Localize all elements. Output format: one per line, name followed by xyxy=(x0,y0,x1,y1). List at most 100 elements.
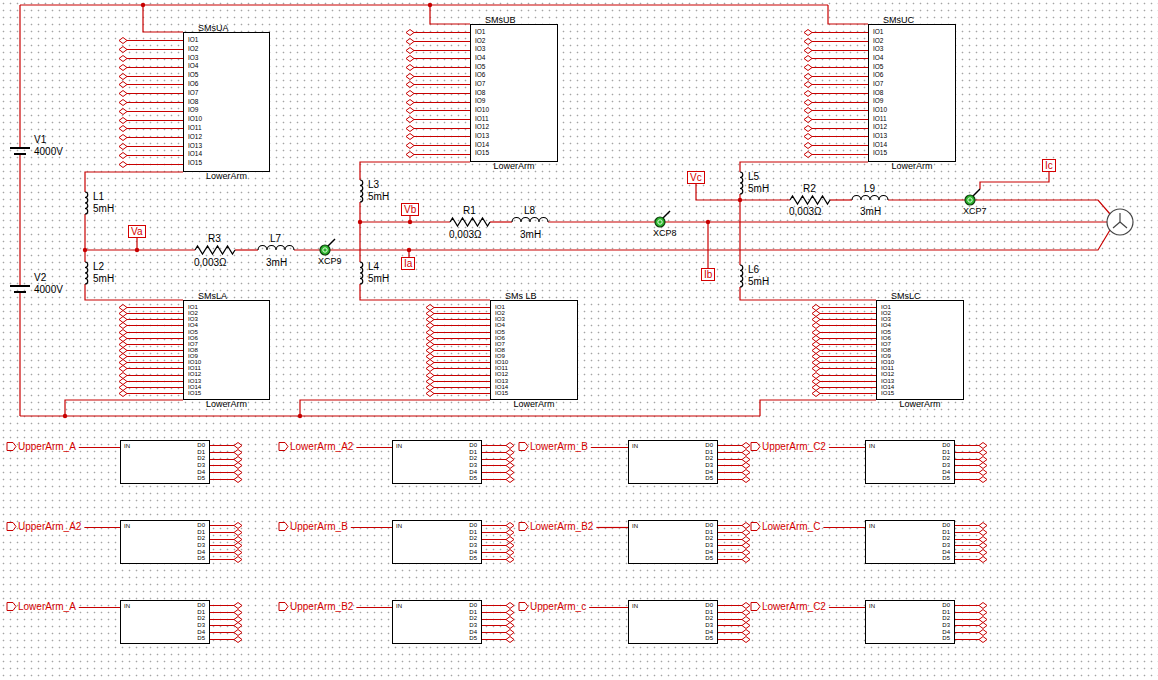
pin-wire xyxy=(414,110,470,111)
pin-wire xyxy=(482,625,506,626)
pin-connector xyxy=(119,65,127,71)
pin-connector xyxy=(234,550,242,556)
output-pin-label: D5 xyxy=(705,635,713,642)
pin-wire xyxy=(820,393,876,394)
pin-label: IO12 xyxy=(475,123,489,132)
pin-connector xyxy=(804,39,812,45)
pin-wire xyxy=(127,84,183,85)
wire xyxy=(143,5,183,32)
output-pin-label: D1 xyxy=(942,449,950,456)
pin-connector xyxy=(119,91,127,97)
pin-wire xyxy=(820,319,876,320)
pin-connector xyxy=(234,457,242,463)
pin-connector xyxy=(119,348,127,354)
pin-connector xyxy=(979,557,987,563)
pin-wire xyxy=(812,50,868,51)
pin-wire xyxy=(718,639,742,640)
wire xyxy=(19,5,20,148)
output-pin-label: D4 xyxy=(469,629,477,636)
pin-connector xyxy=(742,477,750,483)
pin-wire xyxy=(127,67,183,68)
pin-wire xyxy=(820,338,876,339)
output-pin-label: D3 xyxy=(705,542,713,549)
pin-connector xyxy=(119,100,127,106)
pin-connector xyxy=(506,550,514,556)
output-pin-label: D4 xyxy=(705,549,713,556)
pin-wire xyxy=(210,639,234,640)
pin-wire xyxy=(955,452,979,453)
digital-block: IND0D1D2D3D4D5 xyxy=(865,520,955,564)
signal-label: Ib xyxy=(701,268,715,281)
digital-block: IND0D1D2D3D4D5 xyxy=(865,440,955,484)
output-pin-label: D0 xyxy=(942,442,950,449)
output-pin-label: D4 xyxy=(942,629,950,636)
pin-wire xyxy=(820,375,876,376)
pin-connector xyxy=(406,74,414,80)
pin-wire xyxy=(434,368,490,369)
pin-wire xyxy=(955,612,979,613)
pin-wire xyxy=(210,632,234,633)
pin-wire xyxy=(127,387,183,388)
output-pin-label: D5 xyxy=(705,555,713,562)
pin-connector xyxy=(979,443,987,449)
output-pin-label: D3 xyxy=(705,622,713,629)
digital-block: IND0D1D2D3D4D5 xyxy=(392,440,482,484)
current-probe xyxy=(320,245,330,255)
pin-connector xyxy=(804,100,812,106)
pin-wire xyxy=(127,40,183,41)
pin-wire xyxy=(434,307,490,308)
component-label: 5mH xyxy=(93,203,114,214)
pin-wire xyxy=(482,612,506,613)
pin-wire xyxy=(812,136,868,137)
subcircuit-name: SMsUB xyxy=(485,15,516,25)
pin-wire xyxy=(718,459,742,460)
subcircuit-box: SMsLAIO1IO2IO3IO4IO5IO6IO7IO8IO9IO10IO11… xyxy=(183,300,270,400)
pin-connector xyxy=(234,443,242,449)
component-label: 0,003Ω xyxy=(194,257,227,268)
pin-connector xyxy=(804,65,812,71)
output-pin-label: D1 xyxy=(469,609,477,616)
pin-wire xyxy=(210,459,234,460)
pin-connector xyxy=(812,330,820,336)
wire xyxy=(19,292,20,416)
subcircuit-box: SMs LBIO1IO2IO3IO4IO5IO6IO7IO8IO9IO10IO1… xyxy=(490,300,578,400)
pin-label: IO2 xyxy=(188,45,198,54)
input-pin-label: IN xyxy=(632,443,638,450)
subcircuit-box: SMsUAIO1IO2IO3IO4IO5IO6IO7IO8IO9IO10IO11… xyxy=(183,32,270,172)
pin-connector xyxy=(119,379,127,385)
input-pin-label: IN xyxy=(869,443,875,450)
component-label: 0,003Ω xyxy=(789,206,822,217)
output-pin-label: D0 xyxy=(469,522,477,529)
pin-wire xyxy=(955,539,979,540)
pin-connector xyxy=(119,323,127,329)
pin-wire xyxy=(482,559,506,560)
pin-label: IO8 xyxy=(873,89,883,98)
input-pin-label: IN xyxy=(632,603,638,610)
pin-connector xyxy=(506,443,514,449)
pin-wire xyxy=(414,58,470,59)
wire xyxy=(360,221,450,222)
wire xyxy=(65,400,183,416)
pin-wire xyxy=(210,612,234,613)
pin-label: IO11 xyxy=(873,115,887,124)
subcircuit-name: SMsLC xyxy=(891,291,921,301)
pin-connector xyxy=(812,366,820,372)
pin-label: IO15 xyxy=(188,159,202,168)
pin-wire xyxy=(127,362,183,363)
load-star-symbol xyxy=(1119,213,1120,222)
wire xyxy=(294,230,1110,250)
pin-connector xyxy=(119,391,127,397)
input-pin-label: IN xyxy=(869,523,875,530)
net-connector xyxy=(279,603,288,611)
inductor-symbol xyxy=(740,265,743,287)
pin-wire xyxy=(955,459,979,460)
output-pin-label: D1 xyxy=(942,609,950,616)
pin-wire xyxy=(812,93,868,94)
output-pin-label: D4 xyxy=(197,469,205,476)
resistor-symbol xyxy=(450,218,490,226)
pin-connector xyxy=(804,108,812,114)
net-label: LowerArm_A xyxy=(18,601,76,612)
pin-wire xyxy=(718,612,742,613)
pin-wire xyxy=(718,632,742,633)
current-probe xyxy=(323,248,327,252)
